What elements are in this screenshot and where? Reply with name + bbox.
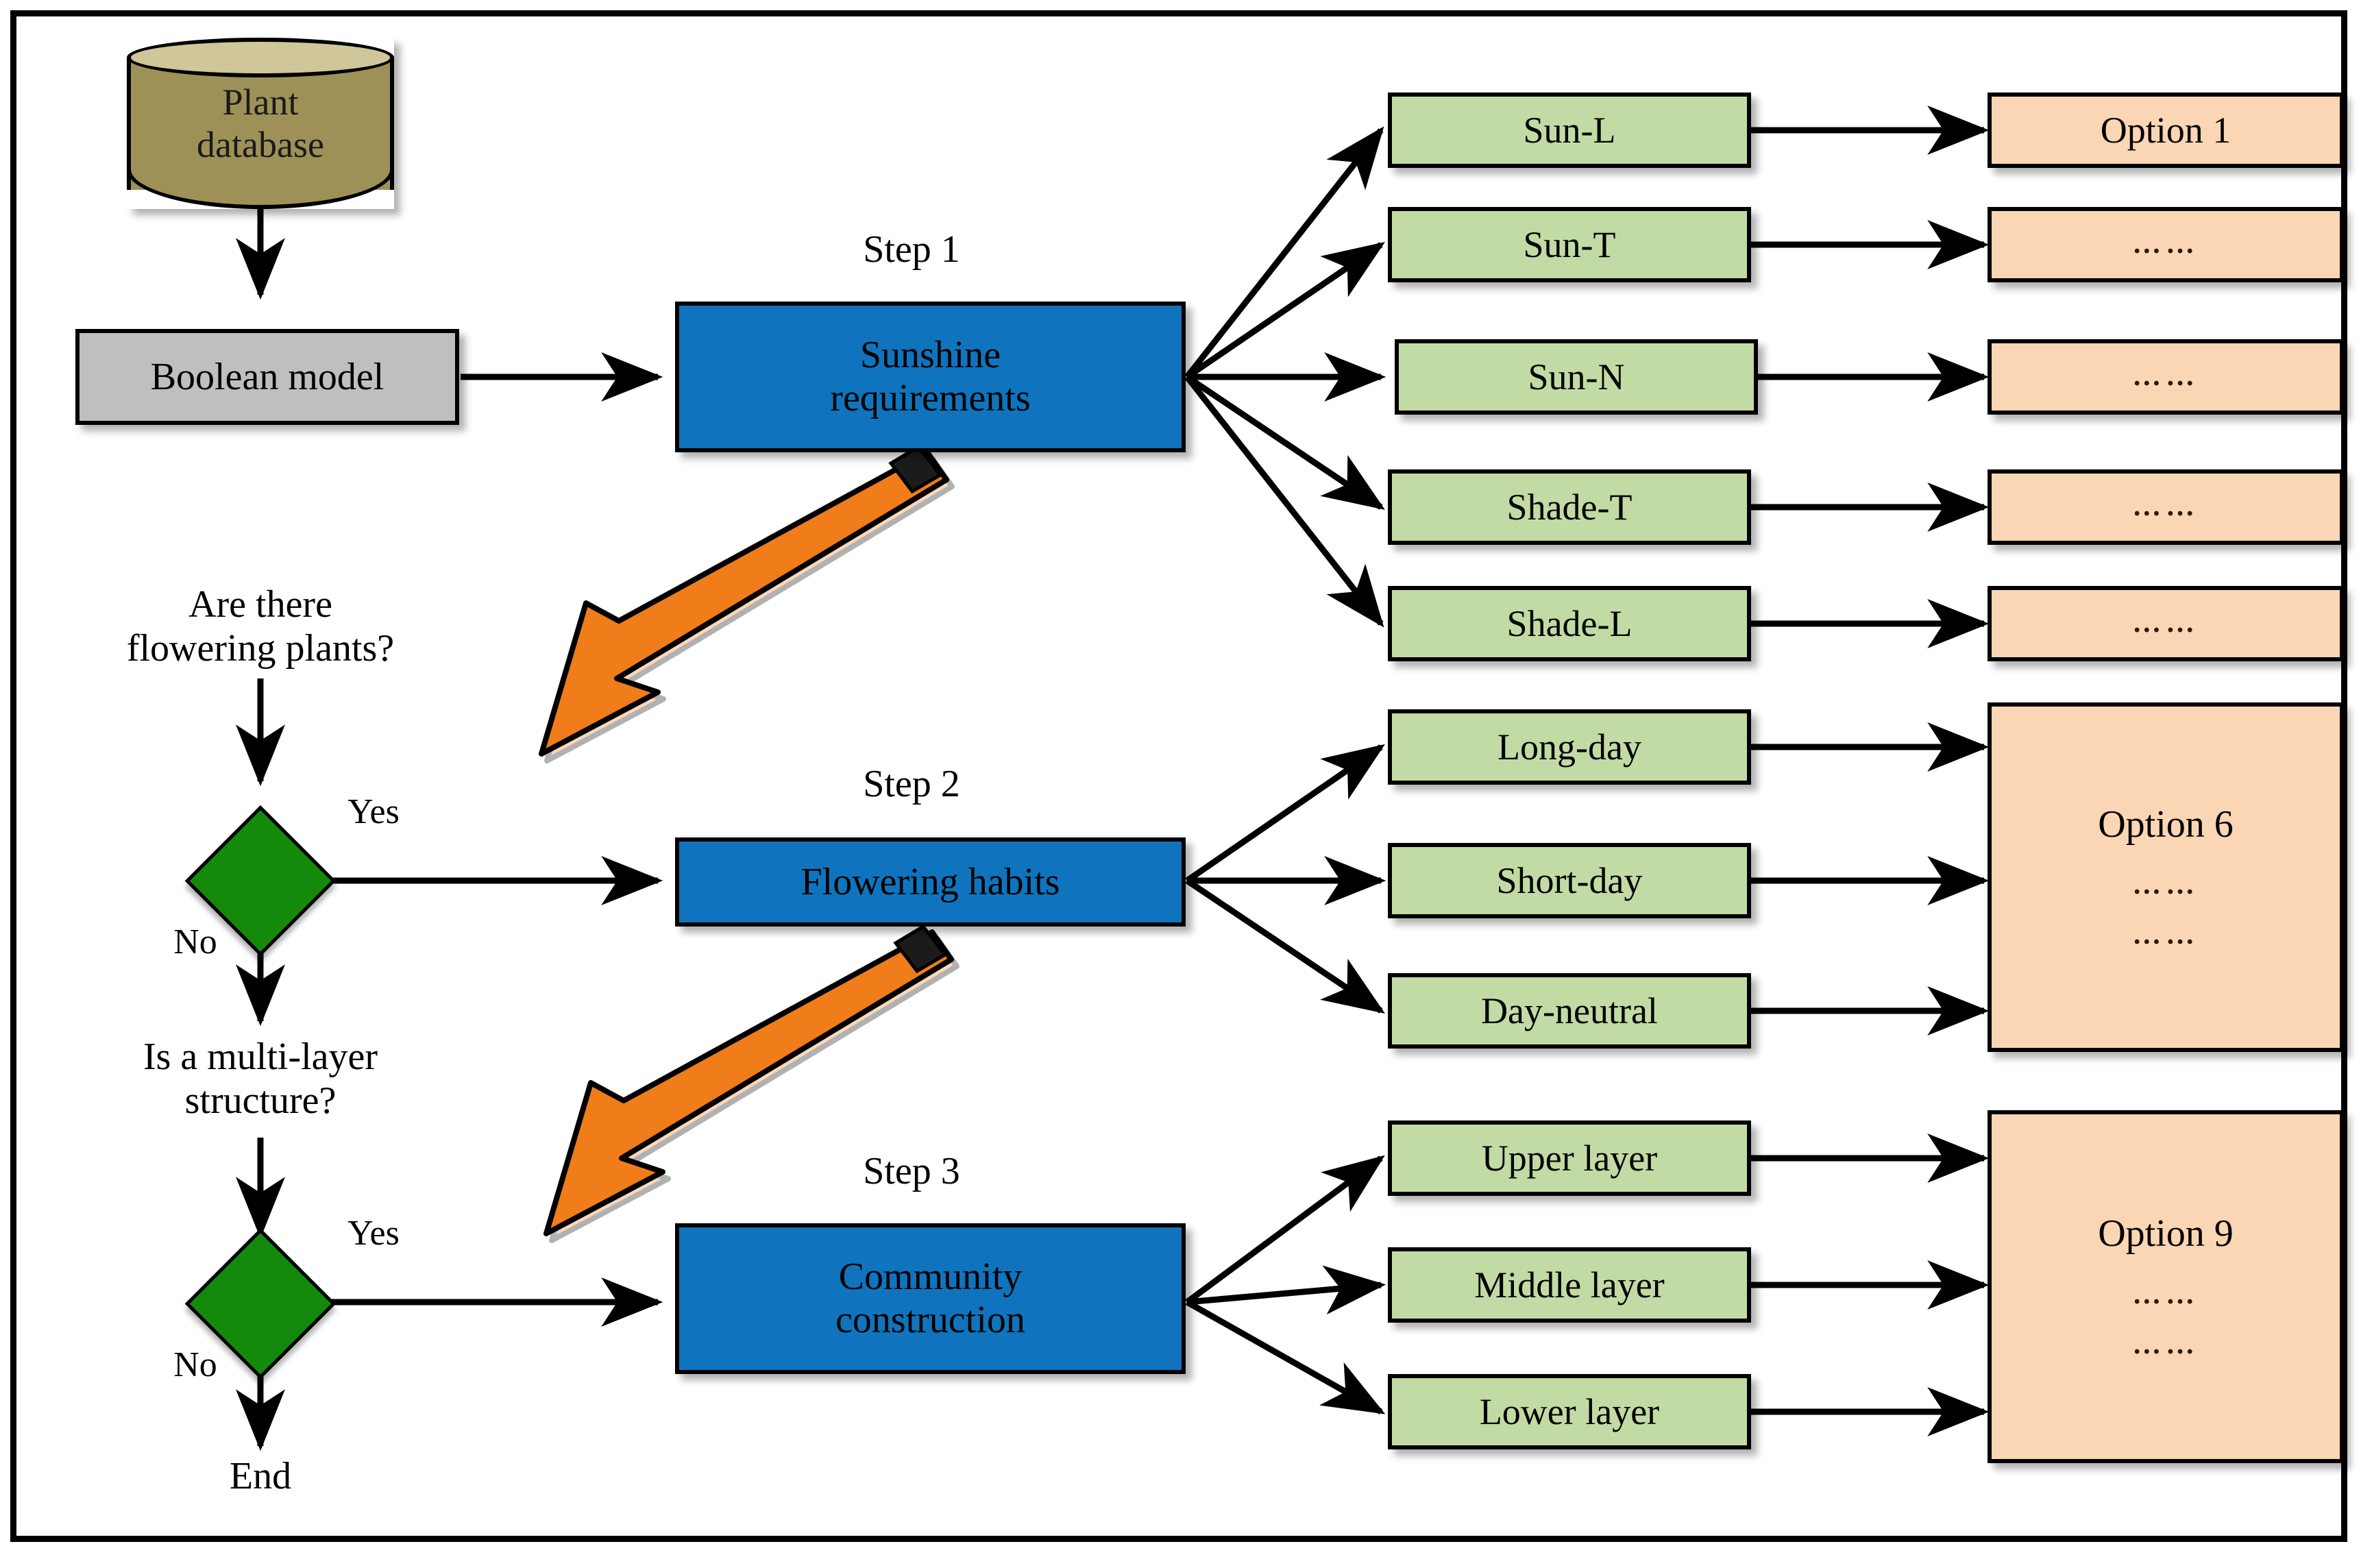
branch-label: Short-day: [1496, 859, 1643, 901]
plant-database-cylinder: Plant database: [127, 38, 394, 209]
option-label: Option 1: [2100, 109, 2232, 151]
step-1-box[interactable]: Sunshine requirements: [675, 302, 1186, 452]
option-ellipsis: ……: [2132, 360, 2199, 393]
end-terminator-label: End: [229, 1455, 292, 1498]
option-ellipsis: ……: [2132, 607, 2199, 639]
option-9-ellipsis-1: ……: [2132, 1278, 2199, 1310]
option-box-2[interactable]: ……: [1988, 207, 2344, 282]
option-box-4[interactable]: ……: [1988, 469, 2344, 545]
branch-label: Shade-T: [1506, 486, 1633, 528]
branch-box-long-day[interactable]: Long-day: [1388, 709, 1751, 785]
branch-box-sun-l[interactable]: Sun-L: [1388, 93, 1751, 168]
option-ellipsis: ……: [2132, 491, 2199, 523]
step-3-box[interactable]: Community construction: [675, 1223, 1186, 1374]
step-1-title-line-1: Sunshine: [859, 334, 1001, 377]
plant-database-label: Plant database: [127, 61, 394, 186]
branch-box-sun-n[interactable]: Sun-N: [1395, 339, 1758, 415]
branch-label: Upper layer: [1481, 1137, 1658, 1179]
branch-box-lower-layer[interactable]: Lower layer: [1388, 1374, 1751, 1449]
decision-2-no-label: No: [173, 1345, 217, 1385]
step-2-title: Flowering habits: [800, 860, 1060, 903]
branch-label: Day-neutral: [1481, 990, 1658, 1031]
step-2-box[interactable]: Flowering habits: [675, 837, 1186, 927]
branch-label: Lower layer: [1479, 1391, 1660, 1432]
option-box-9[interactable]: Option 9 …… ……: [1988, 1110, 2344, 1463]
option-ellipsis: ……: [2132, 228, 2199, 260]
question-2-line-2: structure?: [184, 1079, 337, 1122]
branch-label: Shade-L: [1506, 602, 1633, 644]
question-1-line-1: Are there: [188, 583, 332, 626]
branch-label: Long-day: [1497, 726, 1641, 768]
diagram-frame-border: [10, 10, 2347, 1542]
plant-database-line-1: Plant: [222, 81, 299, 123]
option-9-label: Option 9: [2098, 1212, 2234, 1255]
step-3-label: Step 3: [863, 1150, 960, 1193]
option-box-5[interactable]: ……: [1988, 586, 2344, 661]
step-2-label: Step 2: [863, 763, 960, 806]
decision-1-no-label: No: [173, 922, 217, 962]
step-3-title-line-1: Community: [838, 1255, 1023, 1299]
boolean-model-label: Boolean model: [150, 355, 384, 398]
cylinder-body: [127, 57, 394, 190]
branch-label: Sun-L: [1523, 109, 1616, 151]
branch-box-shade-l[interactable]: Shade-L: [1388, 586, 1751, 661]
option-box-6[interactable]: Option 6 …… ……: [1988, 702, 2344, 1052]
branch-box-shade-t[interactable]: Shade-T: [1388, 469, 1751, 545]
question-2-text: Is a multi-layer structure?: [82, 1028, 439, 1131]
step-3-title-line-2: construction: [835, 1299, 1025, 1341]
option-6-label: Option 6: [2098, 803, 2234, 846]
decision-2-yes-label: Yes: [347, 1214, 400, 1253]
question-1-line-2: flowering plants?: [126, 627, 395, 670]
branch-box-short-day[interactable]: Short-day: [1388, 843, 1751, 918]
option-6-ellipsis-2: ……: [2132, 919, 2199, 951]
question-1-text: Are there flowering plants?: [82, 576, 439, 678]
question-2-line-1: Is a multi-layer: [143, 1036, 378, 1079]
step-1-title-line-2: requirements: [830, 377, 1031, 419]
branch-box-sun-t[interactable]: Sun-T: [1388, 207, 1751, 282]
branch-label: Middle layer: [1474, 1264, 1665, 1306]
option-box-3[interactable]: ……: [1988, 339, 2344, 415]
decision-1-yes-label: Yes: [347, 792, 400, 832]
branch-label: Sun-T: [1523, 223, 1616, 265]
plant-database-line-2: database: [197, 124, 324, 165]
boolean-model-box[interactable]: Boolean model: [75, 329, 459, 425]
cylinder-top: [127, 38, 394, 77]
branch-label: Sun-N: [1528, 356, 1625, 397]
option-box-1[interactable]: Option 1: [1988, 93, 2344, 168]
branch-box-upper-layer[interactable]: Upper layer: [1388, 1120, 1751, 1196]
option-9-ellipsis-2: ……: [2132, 1328, 2199, 1360]
step-1-label: Step 1: [863, 228, 960, 271]
option-6-ellipsis-1: ……: [2132, 869, 2199, 901]
branch-box-middle-layer[interactable]: Middle layer: [1388, 1247, 1751, 1323]
branch-box-day-neutral[interactable]: Day-neutral: [1388, 973, 1751, 1049]
